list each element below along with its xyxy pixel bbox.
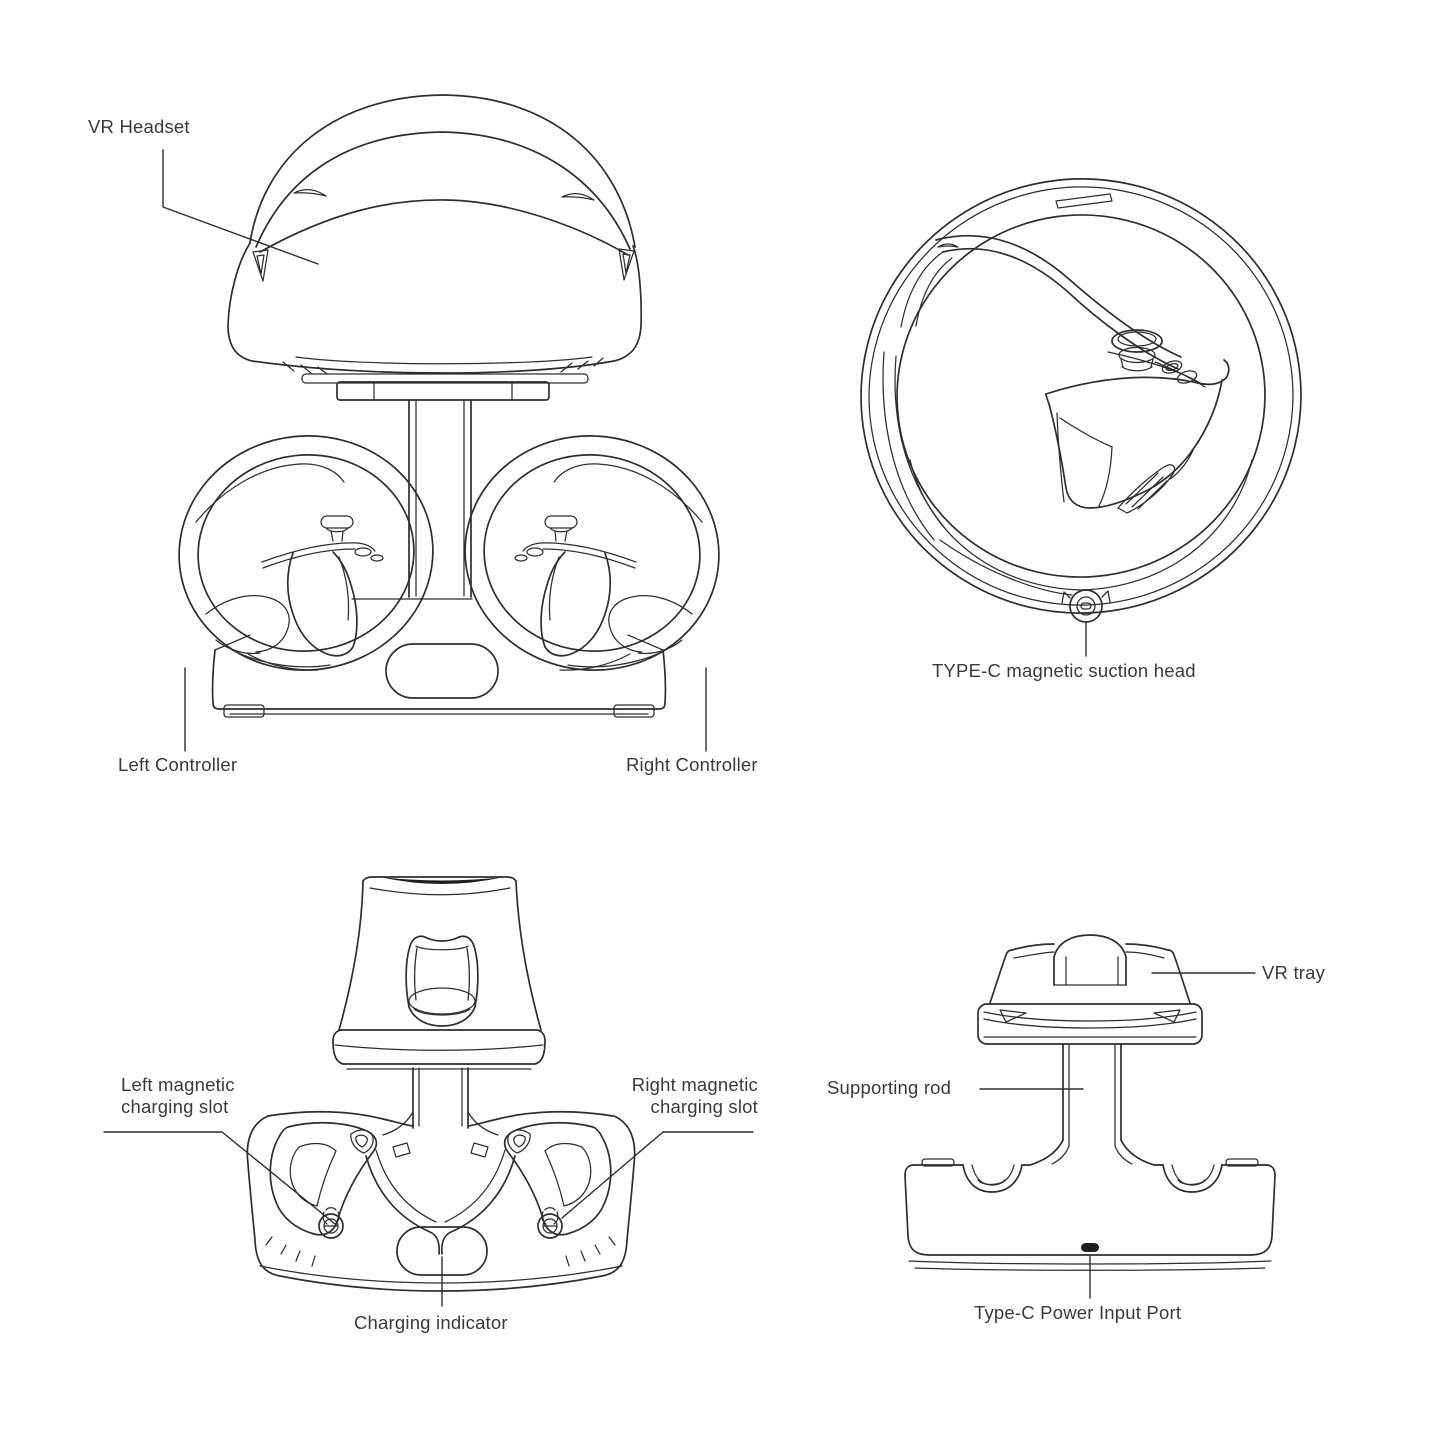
right-magnetic-connector bbox=[537, 1207, 563, 1239]
figure-dock-side-view bbox=[904, 934, 1276, 1271]
figure-controller-detail bbox=[860, 178, 1302, 623]
label-left-charging-slot: Left magnetic charging slot bbox=[121, 1074, 235, 1117]
leader-right-charging-slot bbox=[561, 1131, 754, 1219]
label-vr-headset: VR Headset bbox=[88, 116, 190, 137]
left-magnetic-connector bbox=[318, 1207, 344, 1239]
figure-dock-top-view bbox=[246, 876, 636, 1292]
label-right-charging-slot: Right magnetic charging slot bbox=[631, 1074, 758, 1117]
leader-vr-headset bbox=[162, 149, 319, 265]
leader-left-charging-slot bbox=[103, 1131, 336, 1225]
label-type-c-suction-head: TYPE-C magnetic suction head bbox=[932, 660, 1196, 681]
figure-dock-with-devices bbox=[178, 94, 720, 718]
label-left-controller: Left Controller bbox=[118, 754, 238, 775]
label-right-controller: Right Controller bbox=[626, 754, 758, 775]
type-c-port bbox=[1081, 1243, 1099, 1252]
label-charging-indicator: Charging indicator bbox=[354, 1312, 508, 1333]
label-vr-tray: VR tray bbox=[1262, 962, 1326, 983]
label-type-c-power-port: Type-C Power Input Port bbox=[974, 1302, 1182, 1323]
leader-lines bbox=[103, 149, 1256, 1307]
type-c-suction-head bbox=[1061, 589, 1111, 623]
label-supporting-rod: Supporting rod bbox=[827, 1077, 952, 1098]
